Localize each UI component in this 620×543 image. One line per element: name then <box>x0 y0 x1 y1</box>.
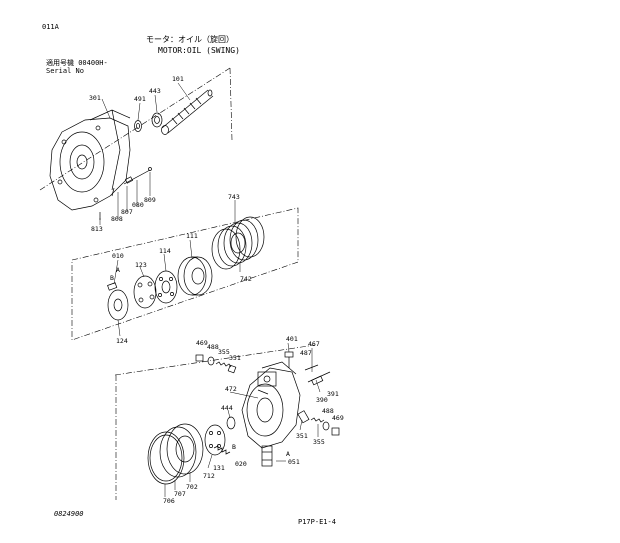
label-010: 010 <box>112 252 124 260</box>
group-frame-rotor <box>71 207 299 341</box>
label-443: 443 <box>149 87 161 95</box>
part-plates-742-743 <box>211 216 265 270</box>
label-487: 487 <box>300 349 312 357</box>
label-808: 808 <box>111 215 123 223</box>
label-391: 391 <box>327 390 339 398</box>
label-351-upper: 351 <box>229 354 241 362</box>
group-frame-casing <box>39 67 233 191</box>
label-813: 813 <box>91 225 103 233</box>
part-bearing-443 <box>151 112 163 128</box>
part-relief-valve-051 <box>261 445 273 467</box>
label-B-rotor: B <box>110 274 114 282</box>
part-plate-712 <box>204 424 226 456</box>
label-A-cover: A <box>286 450 290 458</box>
label-467: 467 <box>308 340 320 348</box>
label-A-rotor: A <box>116 266 120 274</box>
label-472: 472 <box>225 385 237 393</box>
label-355-upper: 355 <box>218 348 230 356</box>
label-469-lower: 469 <box>332 414 344 422</box>
label-080: 080 <box>132 201 144 209</box>
part-cylinder-111 <box>177 256 213 296</box>
label-123: 123 <box>135 261 147 269</box>
page-code: 011A <box>42 23 59 31</box>
label-131: 131 <box>213 464 225 472</box>
label-051: 051 <box>288 458 300 466</box>
part-plug-469-488-355-351-upper <box>195 354 237 374</box>
label-390: 390 <box>316 396 328 404</box>
page-reference: P17P-E1-4 <box>298 518 336 526</box>
part-piston-disc-124 <box>107 289 129 321</box>
part-pin-010 <box>107 282 118 291</box>
label-020: 020 <box>235 460 247 468</box>
part-spring-131 <box>213 445 231 455</box>
label-807: 807 <box>121 208 133 216</box>
part-valve-cover-401 <box>241 361 301 449</box>
leader-lines <box>99 82 321 497</box>
group-frame-cover <box>114 344 316 500</box>
label-809: 809 <box>144 196 156 204</box>
label-488-lower: 488 <box>322 407 334 415</box>
label-401: 401 <box>286 335 298 343</box>
part-pin-472 <box>257 389 269 395</box>
label-469-upper: 469 <box>196 339 208 347</box>
title-japanese: モータ：オイル（旋回） <box>146 35 234 44</box>
title-english: MOTOR:OIL (SWING) <box>158 46 240 55</box>
label-351-lower: 351 <box>296 432 308 440</box>
label-355-lower: 355 <box>313 438 325 446</box>
applicable-serial-label: 適用号機 00400H- <box>46 59 108 67</box>
serial-no-label: Serial No <box>46 67 84 75</box>
label-301: 301 <box>89 94 101 102</box>
label-101: 101 <box>172 75 184 83</box>
label-706: 706 <box>163 497 175 505</box>
part-casing-301 <box>49 109 131 211</box>
label-124: 124 <box>116 337 128 345</box>
part-plug-351-355-488-469-lower <box>297 410 340 436</box>
label-491: 491 <box>134 95 146 103</box>
label-111: 111 <box>186 232 198 240</box>
part-shaft-101 <box>161 89 214 135</box>
part-valve-parts-390-391 <box>304 364 331 386</box>
drawing-number: 0824900 <box>54 510 84 518</box>
part-plate-114 <box>154 270 178 304</box>
label-742: 742 <box>240 275 252 283</box>
part-retainer-123 <box>133 275 157 309</box>
label-B-cover: B <box>232 443 236 451</box>
label-114: 114 <box>159 247 171 255</box>
part-ring-491 <box>134 120 142 132</box>
part-brake-702-707-706 <box>147 423 204 485</box>
label-712: 712 <box>203 472 215 480</box>
label-743: 743 <box>228 193 240 201</box>
label-488-upper: 488 <box>207 343 219 351</box>
part-seal-444 <box>226 416 236 430</box>
part-labels: 101 443 491 301 809 080 807 808 813 743 … <box>89 75 344 505</box>
label-702: 702 <box>186 483 198 491</box>
label-707: 707 <box>174 490 186 498</box>
label-444: 444 <box>221 404 233 412</box>
